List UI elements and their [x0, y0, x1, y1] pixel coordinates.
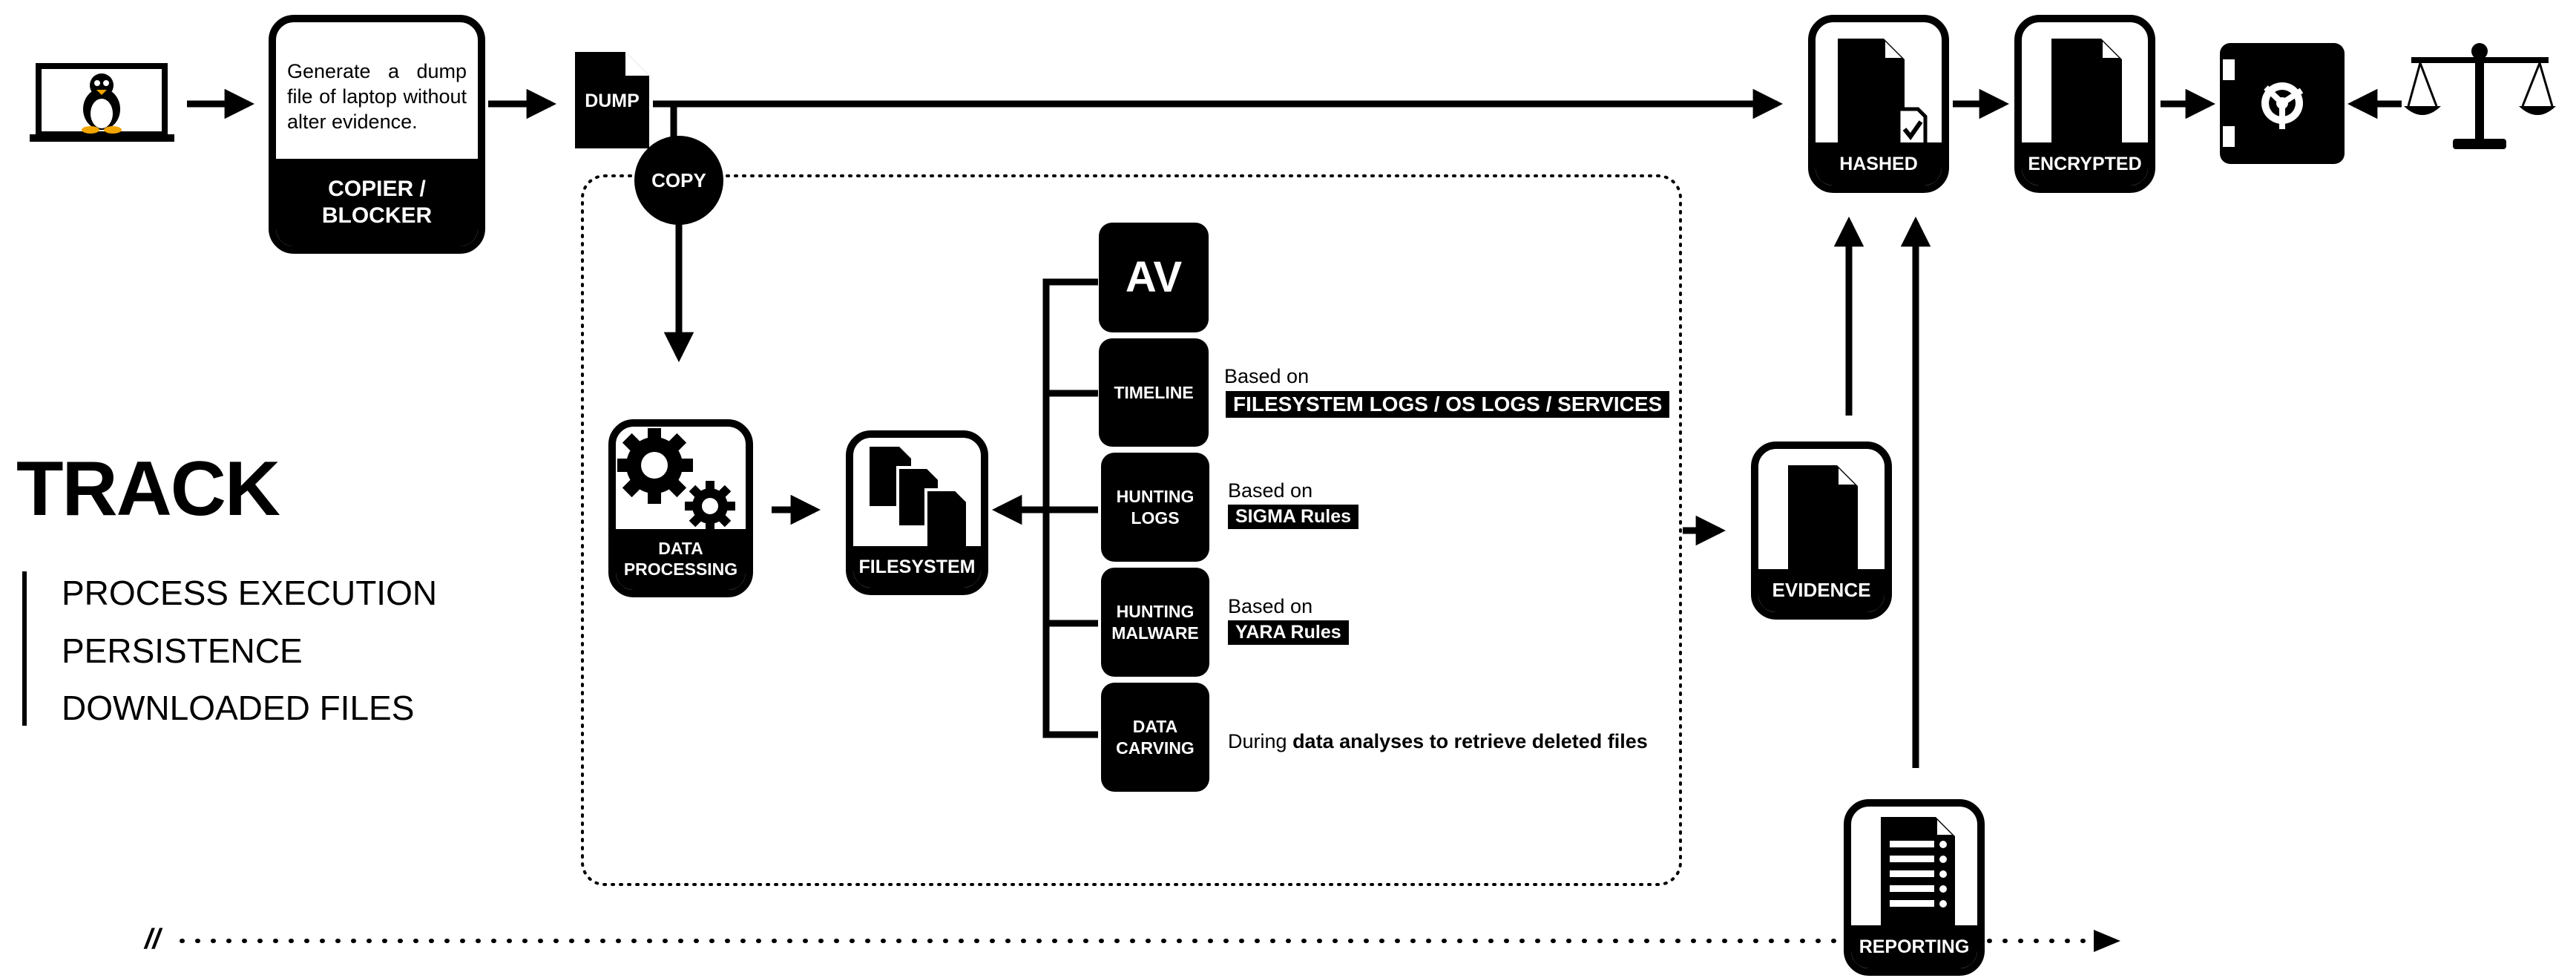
file-icon	[2051, 39, 2122, 150]
dump-file-icon: DUMP	[575, 52, 649, 148]
timeline-arrowhead	[2094, 930, 2120, 952]
track-item: PERSISTENCE	[62, 631, 303, 670]
malware-annotation-prefix: Based on	[1228, 595, 1313, 617]
reporting-label: REPORTING	[1851, 925, 1977, 968]
copy-circle	[634, 136, 723, 225]
reporting-card: REPORTING	[1844, 799, 1985, 976]
data-processing-card: DATA PROCESSING	[608, 419, 753, 597]
hashed-card: HASHED	[1808, 15, 1949, 193]
track-item: DOWNLOADED FILES	[62, 689, 415, 727]
gears-icon	[617, 428, 735, 531]
vault-icon	[2220, 43, 2345, 164]
report-document-icon	[1881, 817, 1955, 927]
analysis-boundary	[581, 174, 1682, 886]
copy-label: COPY	[651, 169, 706, 191]
file-icon	[1838, 39, 1928, 150]
dump-label: DUMP	[585, 91, 640, 111]
files-stack-icon	[870, 447, 969, 552]
filesystem-label: FILESYSTEM	[853, 546, 981, 588]
filesystem-card: FILESYSTEM	[846, 430, 988, 595]
encrypted-card: ENCRYPTED	[2014, 15, 2155, 193]
track-item: PROCESS EXECUTION	[62, 574, 438, 612]
copier-description: Generate a dump file of laptop without a…	[287, 60, 467, 133]
timeline-annotation-prefix: Based on	[1224, 365, 1310, 387]
malware-annotation-tag: YARA Rules	[1228, 620, 1349, 645]
hashed-label: HASHED	[1816, 142, 1942, 186]
scales-of-justice-icon	[2404, 41, 2556, 152]
linux-penguin-icon	[82, 73, 122, 134]
logs-annotation-tag: SIGMA Rules	[1228, 505, 1359, 529]
file-icon	[1788, 465, 1858, 569]
timeline-start-marker: //	[145, 924, 161, 955]
encrypted-label: ENCRYPTED	[2022, 142, 2148, 186]
copier-label: COPIER / BLOCKER	[276, 159, 478, 246]
copier-blocker-card: Generate a dump file of laptop without a…	[269, 15, 485, 254]
av-block: AV	[1099, 223, 1209, 332]
carving-annotation: During data analyses to retrieve deleted…	[1228, 730, 1648, 752]
timeline-block: TIMELINE	[1099, 338, 1209, 447]
track-title: TRACK	[16, 446, 280, 532]
evidence-card: EVIDENCE	[1751, 442, 1892, 620]
data-processing-label: DATA PROCESSING	[616, 529, 746, 590]
timeline-annotation-tag: FILESYSTEM LOGS / OS LOGS / SERVICES	[1226, 391, 1670, 418]
evidence-label: EVIDENCE	[1758, 569, 1885, 612]
logs-annotation-prefix: Based on	[1228, 479, 1313, 502]
laptop-icon	[30, 63, 174, 146]
